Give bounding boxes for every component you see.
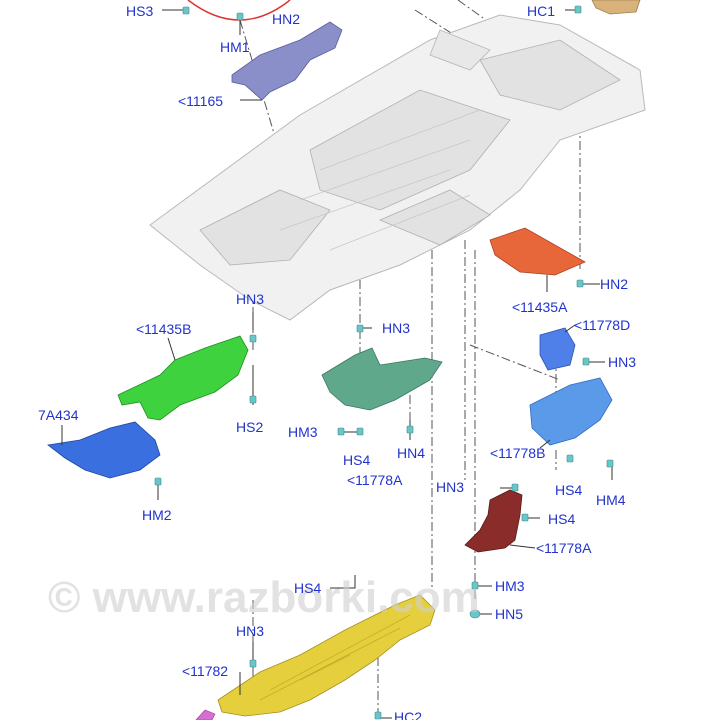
label-11778d: <11778D: [574, 317, 630, 333]
shield-11778a-right: [464, 489, 523, 553]
label-11782: <11782: [182, 663, 228, 679]
shield-11778a-mid: [321, 347, 443, 411]
label-hn2-top: HN2: [272, 11, 300, 27]
label-11435b: <11435B: [136, 321, 191, 337]
shield-11165: [231, 21, 343, 101]
label-hs3: HS3: [126, 3, 153, 19]
pink-part-fragment: [195, 709, 216, 721]
label-hc1: HC1: [527, 3, 555, 19]
label-hm1: HM1: [220, 39, 250, 55]
shield-7a434: [47, 421, 161, 479]
label-hm2: HM2: [142, 507, 172, 523]
leader-lines: [61, 9, 613, 719]
label-hm3-mid: HM3: [288, 424, 318, 440]
shield-11435a: [489, 227, 586, 276]
label-hm4: HM4: [596, 492, 626, 508]
watermark-text: © www.razborki.com: [48, 573, 480, 622]
label-hm3-bottom: HM3: [495, 578, 525, 594]
label-11778b: <11778B: [490, 445, 545, 461]
label-11435a: <11435A: [512, 299, 568, 315]
shield-hc1-bracket: [591, 0, 641, 15]
fasteners: [154, 5, 614, 720]
label-hs4-center: HS4: [548, 511, 575, 527]
label-hn3-bottom: HN3: [236, 623, 264, 639]
shield-11782: [217, 594, 436, 717]
label-11778a-right: <11778A: [536, 540, 592, 556]
label-hn5: HN5: [495, 606, 523, 622]
part-labels: HS3 HM1 HN2 HC1 <11165 HN3 <11435B HS2 7…: [38, 3, 636, 725]
shield-11778b: [529, 377, 613, 446]
label-hn4-mid: HN4: [397, 445, 425, 461]
label-hs4-bottom: HS4: [294, 580, 321, 596]
label-11165: <11165: [178, 93, 223, 109]
label-hn3-mid: HN3: [382, 320, 410, 336]
floor-pan: [149, 14, 646, 321]
label-hn2-right: HN2: [600, 276, 628, 292]
label-hs4-mid: HS4: [343, 452, 370, 468]
label-hs4-right: HS4: [555, 482, 582, 498]
shield-11435b: [117, 335, 249, 421]
label-hn3-right: HN3: [608, 354, 636, 370]
shield-11782-ribs: [259, 614, 411, 701]
label-11778a-mid: <11778A: [347, 472, 403, 488]
label-hs2: HS2: [236, 419, 263, 435]
label-hc2: HC2: [394, 709, 422, 720]
shield-11778d: [539, 327, 576, 371]
label-hn3-left: HN3: [236, 291, 264, 307]
label-hn3-center: HN3: [436, 479, 464, 495]
label-7a434: 7A434: [38, 407, 79, 423]
